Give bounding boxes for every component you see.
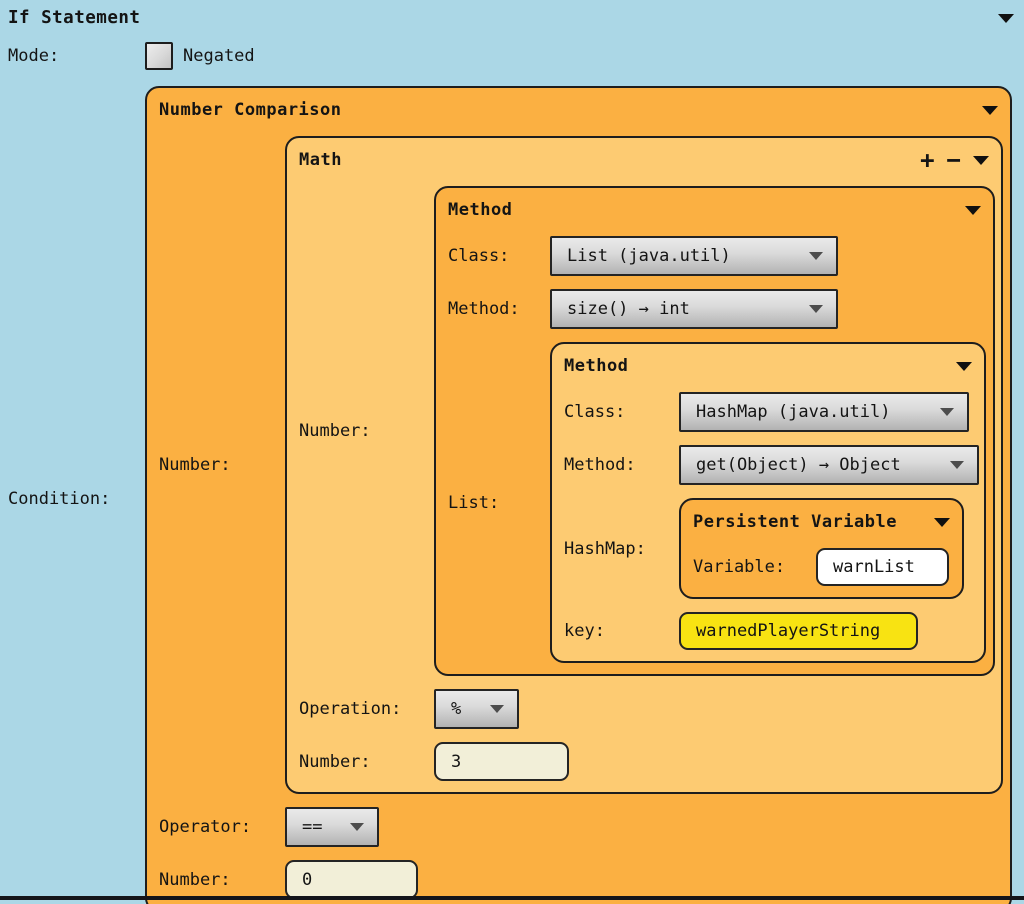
- method-outer-title: Method: [448, 200, 513, 220]
- comparison-number-input[interactable]: [285, 860, 418, 899]
- operator-row: Operator: ==: [159, 807, 998, 847]
- math-number-row: Number: Method Class: List (java.util): [299, 186, 995, 676]
- chevron-down-icon: [809, 305, 823, 313]
- operator-dropdown-value: ==: [302, 817, 323, 837]
- inner-class-dropdown[interactable]: HashMap (java.util): [679, 392, 969, 432]
- number-label: Number:: [159, 455, 231, 475]
- chevron-down-icon: [950, 461, 964, 469]
- inner-method-dropdown-value: get(Object) → Object: [696, 455, 901, 475]
- method-label: Method:: [448, 299, 520, 319]
- math-number-input[interactable]: [434, 742, 569, 781]
- condition-label: Condition:: [8, 489, 111, 509]
- inner-method-row: Method: get(Object) → Object: [564, 445, 979, 485]
- operation-dropdown[interactable]: %: [434, 689, 519, 729]
- math-number2-label: Number:: [299, 751, 371, 772]
- class-dropdown[interactable]: List (java.util): [550, 236, 838, 276]
- math-panel: Math + − Number: Method: [285, 136, 1003, 794]
- math-header: Math + −: [299, 147, 989, 173]
- comparison-number-label: Number:: [159, 869, 231, 890]
- chevron-down-icon[interactable]: [965, 205, 981, 215]
- key-row: key:: [564, 612, 972, 650]
- chevron-down-icon[interactable]: [956, 361, 972, 371]
- class-label: Class:: [448, 246, 510, 266]
- variable-label: Variable:: [693, 557, 786, 577]
- method-dropdown[interactable]: size() → int: [550, 289, 838, 329]
- method-panel-inner: Method Class: HashMap (java.util): [550, 342, 986, 663]
- plus-icon[interactable]: +: [920, 146, 935, 174]
- persistent-variable-title: Persistent Variable: [693, 512, 897, 532]
- operation-row: Operation: %: [299, 689, 989, 729]
- chevron-down-icon[interactable]: [973, 155, 989, 165]
- chevron-down-icon: [809, 252, 823, 260]
- key-input[interactable]: [679, 612, 918, 650]
- inner-class-dropdown-value: HashMap (java.util): [696, 402, 891, 422]
- operator-dropdown[interactable]: ==: [285, 807, 379, 847]
- method-row: Method: size() → int: [448, 289, 981, 329]
- hashmap-label: HashMap:: [564, 538, 646, 559]
- chevron-down-icon: [490, 705, 504, 713]
- method-panel-outer: Method Class: List (java.util): [434, 186, 995, 676]
- bottom-divider: [0, 896, 1024, 900]
- key-label: key:: [564, 621, 605, 641]
- method-outer-header: Method: [448, 197, 981, 223]
- chevron-down-icon: [350, 823, 364, 831]
- mode-row: Mode: Negated: [8, 42, 1016, 70]
- inner-class-row: Class: HashMap (java.util): [564, 392, 972, 432]
- minus-icon[interactable]: −: [946, 146, 961, 174]
- page-title: If Statement: [8, 8, 141, 28]
- chevron-down-icon[interactable]: [998, 13, 1014, 23]
- method-inner-header: Method: [564, 353, 972, 379]
- operator-label: Operator:: [159, 817, 252, 837]
- math-header-icons: + −: [920, 146, 989, 174]
- persistent-variable-panel: Persistent Variable Variable:: [679, 498, 964, 599]
- number-comparison-header: Number Comparison: [159, 97, 998, 123]
- number-comparison-title: Number Comparison: [159, 100, 342, 120]
- negated-label: Negated: [183, 46, 255, 66]
- persistent-variable-header: Persistent Variable: [693, 509, 950, 535]
- operation-dropdown-value: %: [451, 699, 462, 719]
- chevron-down-icon[interactable]: [982, 105, 998, 115]
- hashmap-row: HashMap: Persistent Variable: [564, 498, 972, 599]
- variable-input[interactable]: [816, 548, 949, 586]
- mode-label: Mode:: [8, 46, 60, 66]
- inner-method-label: Method:: [564, 455, 636, 475]
- negated-checkbox[interactable]: [145, 42, 173, 70]
- inner-method-dropdown[interactable]: get(Object) → Object: [679, 445, 979, 485]
- operation-label: Operation:: [299, 699, 402, 719]
- variable-row: Variable:: [693, 548, 950, 586]
- chevron-down-icon[interactable]: [934, 517, 950, 527]
- list-label: List:: [448, 492, 500, 513]
- class-row: Class: List (java.util): [448, 236, 981, 276]
- math-title: Math: [299, 150, 342, 170]
- chevron-down-icon: [940, 408, 954, 416]
- if-statement-header: If Statement: [8, 6, 1016, 30]
- comparison-number-row: Number:: [159, 860, 998, 899]
- inner-class-label: Class:: [564, 402, 626, 422]
- math-number-label: Number:: [299, 421, 371, 441]
- number-comparison-panel: Number Comparison Number: Math + −: [145, 86, 1012, 904]
- condition-row: Condition: Number Comparison Number: Mat…: [8, 86, 1016, 904]
- number-row: Number: Math + − Number:: [159, 136, 1003, 794]
- method-inner-title: Method: [564, 356, 629, 376]
- method-dropdown-value: size() → int: [567, 299, 690, 319]
- list-row: List: Method Class:: [448, 342, 986, 663]
- class-dropdown-value: List (java.util): [567, 246, 731, 266]
- math-number2-row: Number:: [299, 742, 989, 781]
